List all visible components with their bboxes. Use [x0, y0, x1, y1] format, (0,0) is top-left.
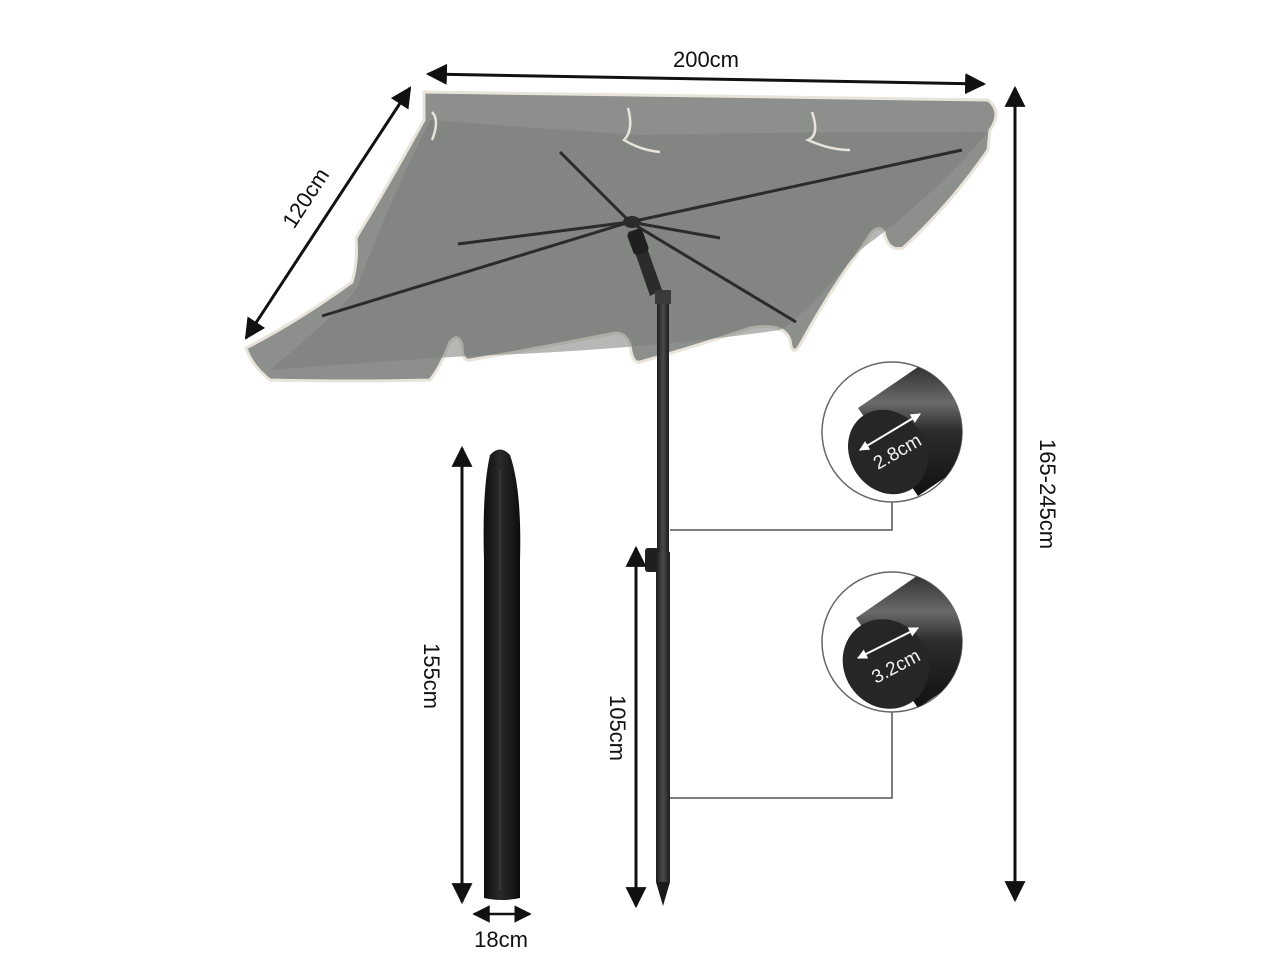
umbrella-pole — [627, 228, 671, 906]
pole-connector — [655, 290, 671, 304]
callout-lower-pole-diameter: 3.2cm — [821, 571, 963, 713]
label-canopy-depth: 120cm — [277, 163, 334, 232]
label-cover-width: 18cm — [474, 927, 528, 952]
ground-spike — [656, 882, 670, 906]
protective-cover — [483, 449, 521, 900]
cover-bag — [483, 449, 521, 900]
arrow-canopy-depth — [244, 86, 412, 340]
umbrella-canopy — [244, 90, 998, 383]
leader-upper-pole — [670, 502, 893, 531]
arrow-canopy-width — [425, 63, 987, 95]
callout-leaders — [670, 502, 893, 799]
height-adjust-knob — [645, 548, 659, 572]
label-total-height: 165-245cm — [1035, 439, 1060, 549]
upper-pole — [657, 290, 669, 552]
callout-upper-pole-diameter: 2.8cm — [821, 361, 963, 503]
label-canopy-width: 200cm — [673, 47, 739, 72]
canopy-piping-upper — [430, 107, 851, 154]
tube-lower — [856, 572, 962, 708]
canopy-hub — [623, 216, 641, 228]
leader-lower-pole — [670, 712, 893, 799]
canopy-underside — [270, 120, 988, 370]
label-lower-pole-length: 105cm — [605, 695, 630, 761]
label-cover-height: 155cm — [419, 643, 444, 709]
dimension-arrows — [244, 63, 1026, 923]
tilt-collar — [627, 229, 649, 255]
diameter-arrow-upper — [859, 413, 921, 451]
diameter-arrow-lower — [857, 627, 919, 659]
lower-pole — [656, 552, 670, 882]
